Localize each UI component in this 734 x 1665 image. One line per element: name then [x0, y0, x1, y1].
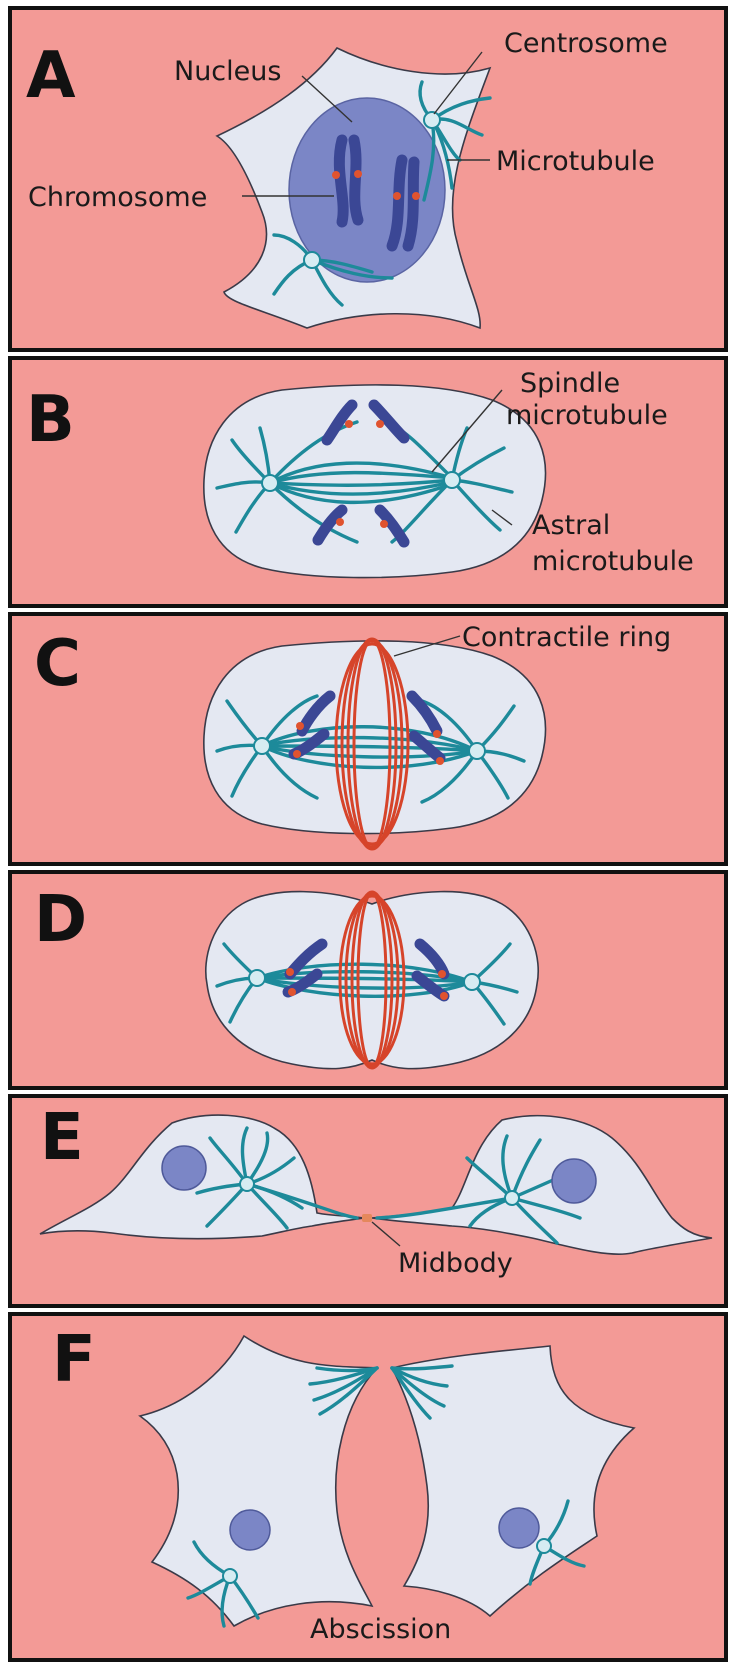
pole-right [444, 472, 460, 488]
label-astral-1: Astral [532, 510, 610, 542]
label-chromosome: Chromosome [28, 182, 207, 214]
label-centrosome: Centrosome [504, 28, 668, 60]
panel-a-illustration [12, 10, 724, 348]
label-abscission: Abscission [310, 1614, 451, 1646]
panel-b: B Spindle microtubule Astral microtubule [8, 356, 728, 608]
panel-letter: B [26, 388, 74, 452]
midbody [362, 1214, 372, 1222]
panel-letter: D [34, 888, 86, 952]
nucleus-left [230, 1510, 270, 1550]
pole-right [464, 974, 480, 990]
panel-e: E Midbody [8, 1094, 728, 1308]
label-microtubule: Microtubule [496, 146, 655, 178]
panel-f: F Abscission [8, 1312, 728, 1662]
pole-left [254, 738, 270, 754]
centrosome-left [240, 1177, 254, 1191]
centrosome-bottom [304, 252, 320, 268]
panel-d-illustration [12, 874, 724, 1086]
panel-e-illustration [12, 1098, 724, 1304]
panel-letter: E [40, 1106, 83, 1170]
panel-letter: C [34, 632, 80, 696]
panel-f-illustration [12, 1316, 724, 1658]
panel-letter: A [26, 44, 75, 108]
pole-left [249, 970, 265, 986]
label-nucleus: Nucleus [174, 56, 281, 88]
panel-d: D [8, 870, 728, 1090]
panel-c: C Contractile ring [8, 612, 728, 866]
label-spindle-1: Spindle [520, 368, 620, 400]
nucleus-right [499, 1508, 539, 1548]
label-contractile-ring: Contractile ring [462, 622, 671, 654]
centrosome-right [505, 1191, 519, 1205]
nucleus-right [552, 1159, 596, 1203]
panel-letter: F [52, 1328, 95, 1392]
pole-right [469, 743, 485, 759]
label-midbody: Midbody [398, 1248, 513, 1280]
label-spindle-2: microtubule [506, 400, 668, 432]
centrosome-left [223, 1569, 237, 1583]
panel-a: A Centrosome Nucleus Microtubule Chromos… [8, 6, 728, 352]
pole-left [262, 475, 278, 491]
nucleus-left [162, 1146, 206, 1190]
centrosome-top [424, 112, 440, 128]
label-astral-2: microtubule [532, 546, 694, 578]
centrosome-right [537, 1539, 551, 1553]
